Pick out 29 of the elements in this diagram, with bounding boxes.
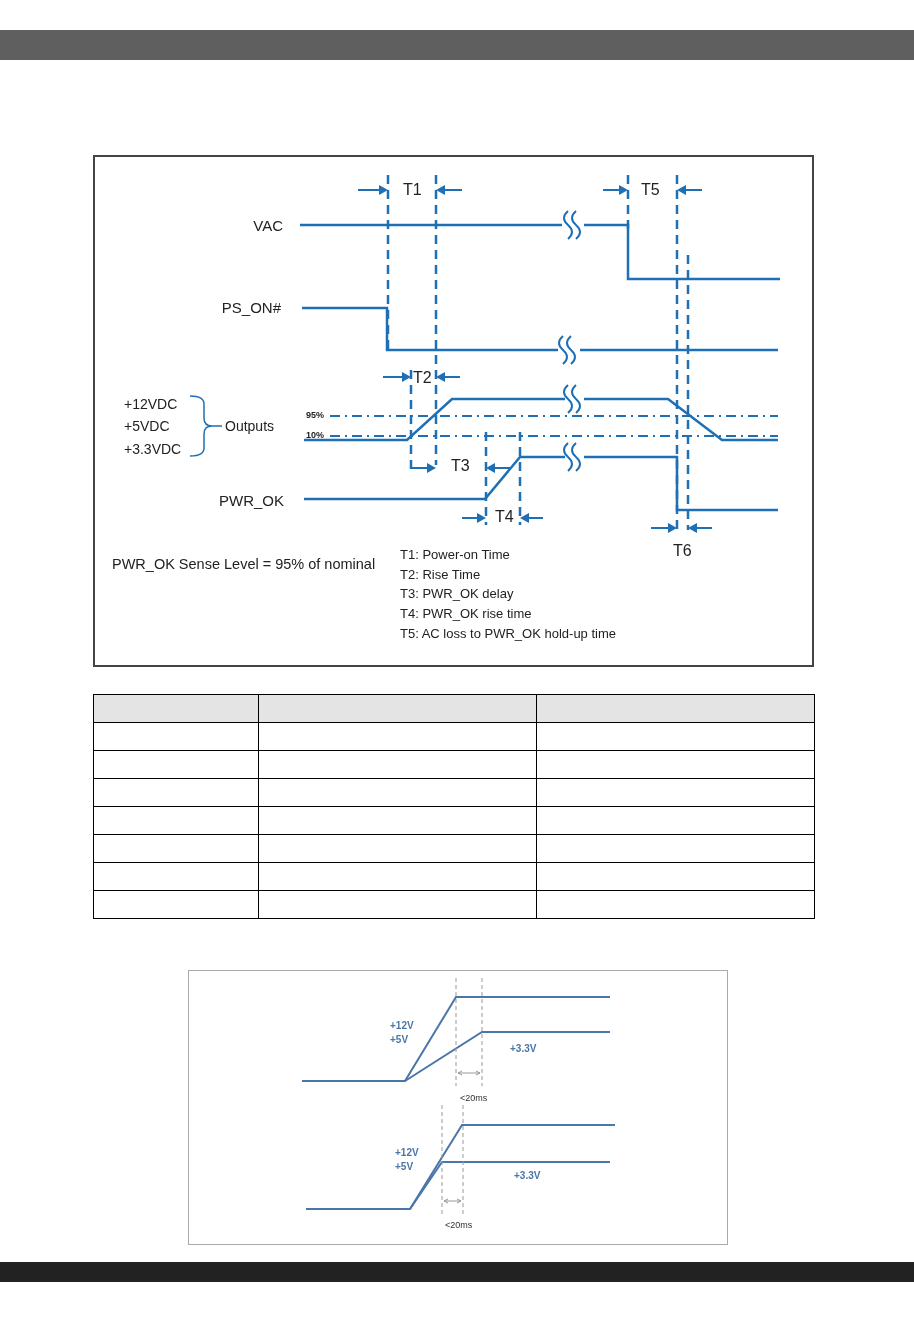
signal-label: T2	[413, 370, 432, 386]
signal-label: T5: AC loss to PWR_OK hold-up time	[400, 627, 617, 640]
signal-label: +5V	[390, 1035, 409, 1045]
signal-label: T4: PWR_OK rise time	[400, 607, 532, 620]
signal-label: T3	[451, 458, 470, 474]
signal-label: +5V	[395, 1162, 414, 1172]
signal-label: T3: PWR_OK delay	[400, 587, 514, 600]
signal-label: +12VDC	[124, 397, 178, 411]
signal-label: +3.3V	[510, 1044, 537, 1054]
signal-label: +12V	[390, 1021, 414, 1031]
signal-label: Outputs	[225, 419, 275, 433]
signal-label: T2: Rise Time	[400, 568, 481, 581]
signal-label: T5	[641, 182, 660, 198]
signal-label: <20ms	[445, 1221, 473, 1230]
signal-label: T1	[403, 182, 422, 198]
signal-label: T1: Power-on Time	[400, 548, 510, 561]
signal-label: T4	[495, 509, 514, 525]
signal-label: +3.3V	[514, 1171, 541, 1181]
signal-label: <20ms	[460, 1094, 488, 1103]
signal-label: 10%	[306, 431, 324, 440]
signal-label: +3.3VDC	[124, 442, 182, 456]
signal-label: 95%	[306, 411, 324, 420]
signal-label: T6	[673, 543, 692, 559]
signal-label: PWR_OK	[219, 493, 284, 508]
signal-label: +5VDC	[124, 419, 170, 433]
signal-label: VAC	[253, 218, 283, 233]
signal-label: PS_ON#	[221, 300, 281, 315]
signal-label: PWR_OK Sense Level = 95% of nominal	[112, 557, 376, 572]
signal-label: +12V	[395, 1148, 419, 1158]
